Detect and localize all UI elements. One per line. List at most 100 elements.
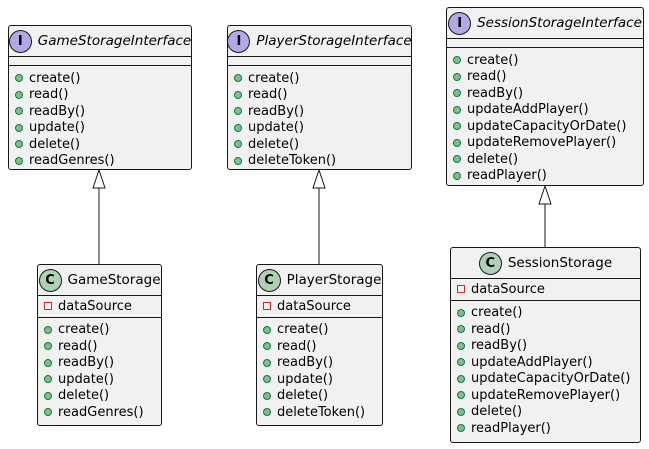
method-row: delete()	[447, 151, 643, 168]
method-row: update()	[9, 120, 191, 137]
public-visibility-icon	[263, 358, 271, 367]
method-list: create()read()readBy()update()delete()de…	[257, 318, 382, 423]
method-name: updateCapacityOrDate()	[471, 371, 631, 387]
public-visibility-icon	[44, 358, 52, 367]
public-visibility-icon	[15, 156, 23, 165]
interface-name: GameStorageInterface	[37, 33, 192, 49]
method-name: create()	[248, 70, 300, 86]
public-visibility-icon	[15, 107, 23, 116]
field-name: dataSource	[277, 298, 351, 314]
field-row: dataSource	[257, 298, 382, 315]
public-visibility-icon	[453, 72, 461, 81]
field-compartment	[447, 39, 643, 48]
public-visibility-icon	[44, 325, 52, 334]
public-visibility-icon	[457, 325, 465, 334]
public-visibility-icon	[263, 375, 271, 384]
method-name: delete()	[58, 388, 110, 404]
method-name: deleteToken()	[248, 153, 337, 169]
public-visibility-icon	[44, 342, 52, 351]
public-visibility-icon	[453, 138, 461, 147]
method-row: readBy()	[228, 103, 411, 120]
method-name: update()	[248, 120, 304, 136]
method-name: update()	[29, 120, 85, 136]
method-row: readPlayer()	[451, 420, 640, 437]
public-visibility-icon	[263, 408, 271, 417]
method-row: deleteToken()	[257, 404, 382, 421]
public-visibility-icon	[453, 155, 461, 164]
method-name: read()	[277, 338, 317, 354]
public-visibility-icon	[234, 156, 242, 165]
method-name: delete()	[29, 136, 81, 152]
method-row: readBy()	[257, 355, 382, 372]
field-row: dataSource	[38, 298, 161, 315]
method-row: updateAddPlayer()	[447, 102, 643, 119]
public-visibility-icon	[15, 140, 23, 149]
method-name: create()	[467, 52, 519, 68]
public-visibility-icon	[44, 408, 52, 417]
method-row: readPlayer()	[447, 168, 643, 185]
method-row: create()	[451, 305, 640, 322]
method-list: create()read()readBy()update()delete()re…	[9, 66, 191, 171]
method-row: readBy()	[9, 103, 191, 120]
method-row: create()	[9, 70, 191, 87]
private-visibility-icon	[457, 285, 465, 294]
method-name: readGenres()	[29, 153, 115, 169]
public-visibility-icon	[15, 74, 23, 83]
public-visibility-icon	[234, 107, 242, 116]
field-list: dataSource	[451, 279, 640, 301]
method-row: create()	[257, 322, 382, 339]
public-visibility-icon	[457, 391, 465, 400]
method-row: read()	[447, 69, 643, 86]
method-name: readGenres()	[58, 404, 144, 420]
method-list: create()read()readBy()update()delete()de…	[228, 66, 411, 171]
method-row: readBy()	[447, 85, 643, 102]
public-visibility-icon	[453, 171, 461, 180]
class-header: C PlayerStorage	[257, 265, 382, 296]
private-visibility-icon	[44, 302, 52, 311]
field-compartment	[228, 57, 411, 66]
method-row: readBy()	[38, 355, 161, 372]
interface-badge-icon: I	[8, 29, 32, 53]
public-visibility-icon	[234, 140, 242, 149]
method-row: readGenres()	[38, 404, 161, 421]
method-list: create()read()readBy()updateAddPlayer()u…	[447, 48, 643, 186]
method-name: create()	[471, 305, 523, 321]
method-row: readBy()	[451, 338, 640, 355]
interface-name: PlayerStorageInterface	[256, 33, 412, 49]
field-list: dataSource	[38, 296, 161, 318]
method-name: updateRemovePlayer()	[471, 387, 621, 403]
method-name: updateAddPlayer()	[467, 102, 589, 118]
method-row: read()	[228, 87, 411, 104]
method-name: readBy()	[277, 355, 334, 371]
method-row: deleteToken()	[228, 153, 411, 170]
method-name: read()	[29, 87, 69, 103]
field-row: dataSource	[451, 281, 640, 298]
method-name: readBy()	[248, 103, 305, 119]
method-row: create()	[38, 322, 161, 339]
method-name: updateCapacityOrDate()	[467, 118, 627, 134]
method-name: readPlayer()	[471, 420, 551, 436]
method-row: update()	[228, 120, 411, 137]
public-visibility-icon	[453, 122, 461, 131]
class-header: C GameStorage	[38, 265, 161, 296]
interface-header: I GameStorageInterface	[8, 26, 192, 57]
method-name: readPlayer()	[467, 168, 547, 184]
public-visibility-icon	[453, 105, 461, 114]
method-row: read()	[9, 87, 191, 104]
method-row: read()	[451, 321, 640, 338]
public-visibility-icon	[457, 374, 465, 383]
inheritance-arrowhead-game	[92, 168, 106, 189]
method-name: readBy()	[471, 338, 528, 354]
inheritance-arrowhead-session	[538, 184, 552, 205]
public-visibility-icon	[15, 123, 23, 132]
method-row: delete()	[228, 136, 411, 153]
inheritance-arrowhead-player	[312, 168, 326, 189]
method-name: delete()	[248, 136, 300, 152]
method-row: create()	[447, 52, 643, 69]
private-visibility-icon	[263, 302, 271, 311]
method-name: read()	[467, 69, 507, 85]
method-list: create()read()readBy()update()delete()re…	[38, 318, 161, 423]
method-name: delete()	[471, 404, 523, 420]
public-visibility-icon	[234, 123, 242, 132]
